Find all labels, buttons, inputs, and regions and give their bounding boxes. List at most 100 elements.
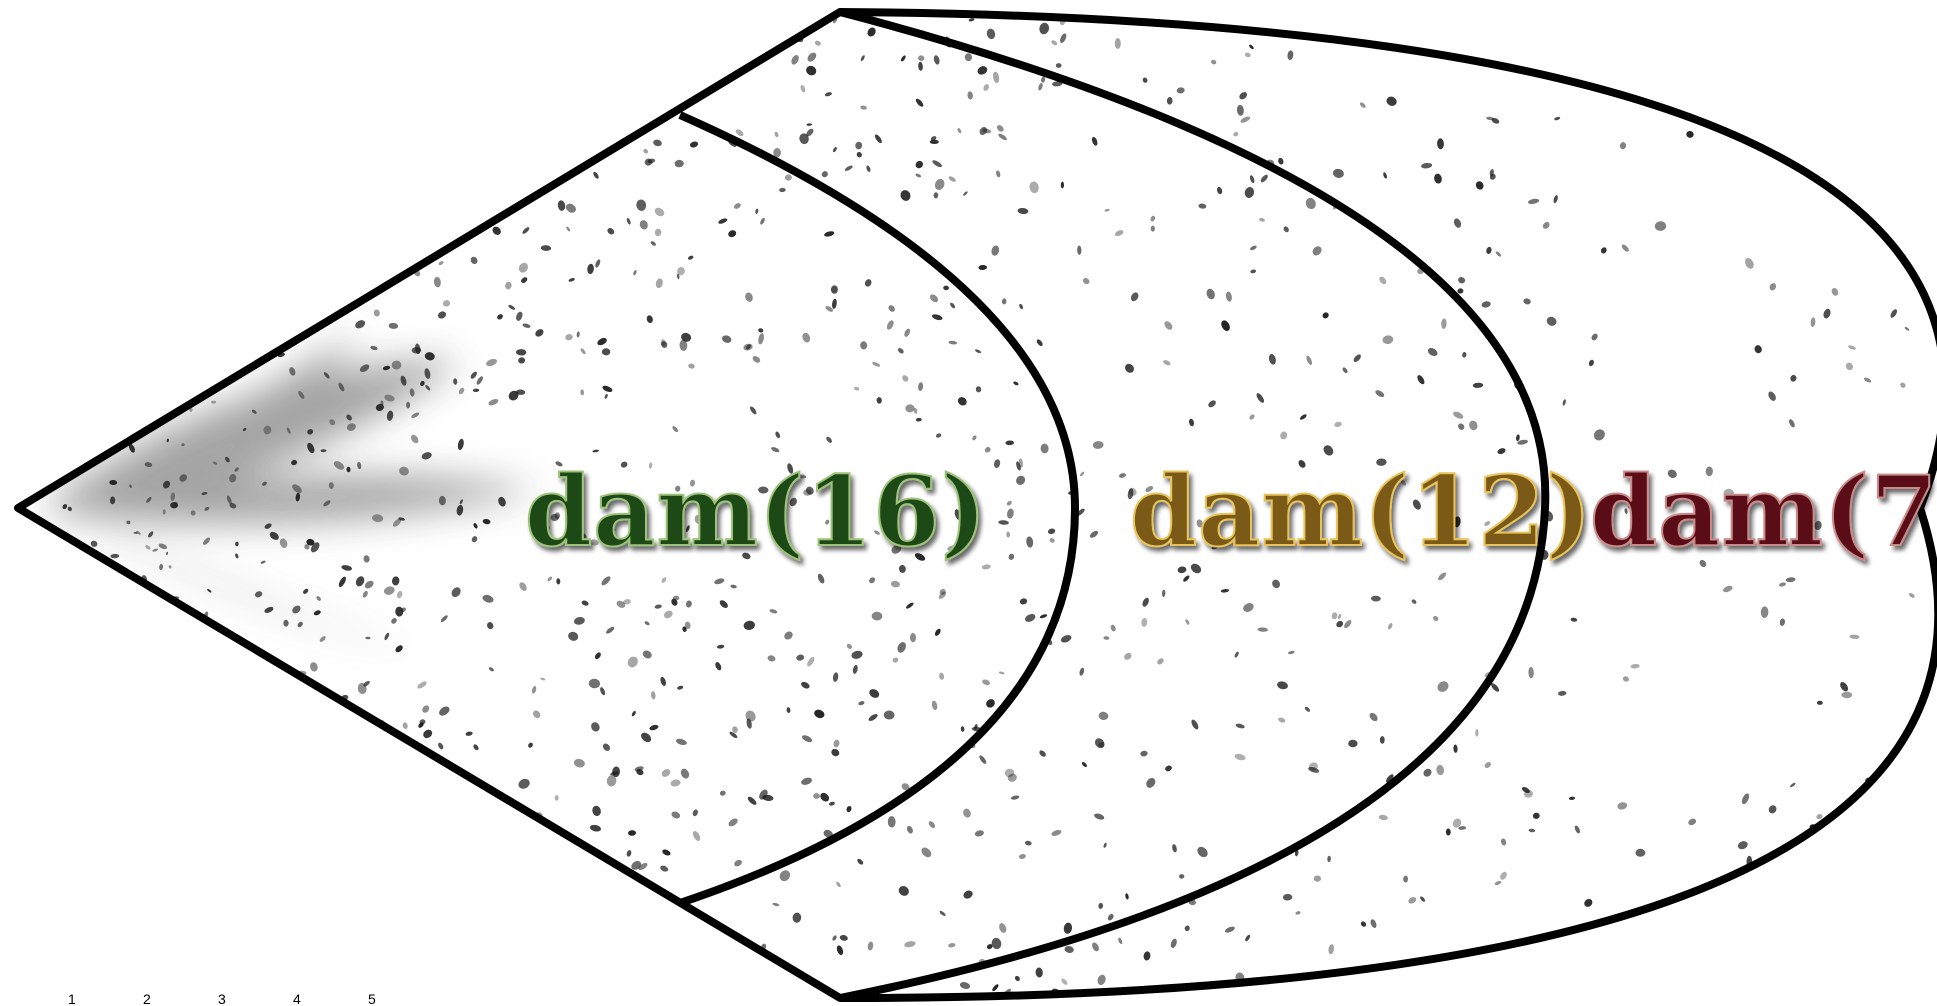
speckle <box>363 579 375 590</box>
speckle <box>202 224 204 230</box>
speckle <box>486 621 494 630</box>
speckle <box>1006 531 1010 537</box>
speckle <box>29 133 39 142</box>
speckle <box>21 551 25 556</box>
speckle <box>100 187 110 197</box>
speckle <box>146 847 156 857</box>
speckle <box>492 129 501 135</box>
speckle <box>852 664 858 674</box>
speckle <box>897 884 911 898</box>
speckle <box>1125 893 1129 900</box>
speckle <box>1028 181 1039 194</box>
speckle <box>265 997 272 1003</box>
speckle <box>225 162 230 166</box>
speckle <box>398 859 410 870</box>
speckle <box>43 407 46 411</box>
speckle <box>714 661 722 671</box>
speckle <box>446 906 457 912</box>
speckle <box>265 668 275 677</box>
speckle <box>1457 422 1466 431</box>
speckle <box>253 892 257 898</box>
speckle <box>767 654 776 662</box>
speckle <box>844 164 853 171</box>
speckle <box>555 795 559 801</box>
speckle <box>348 821 355 827</box>
speckle <box>1314 876 1321 882</box>
speckle <box>592 171 600 180</box>
speckle <box>1750 101 1756 108</box>
speckle <box>1844 361 1854 371</box>
speckle <box>152 548 159 553</box>
zone-label-dam7: dam(7) <box>1590 455 1937 568</box>
speckle <box>1115 38 1121 49</box>
speckle <box>586 892 593 899</box>
speckle <box>109 26 118 33</box>
speckle <box>1123 362 1136 375</box>
speckle <box>164 103 173 112</box>
speckle <box>967 91 973 100</box>
speckle <box>91 823 96 828</box>
speckle <box>1039 613 1047 619</box>
speckle <box>55 678 60 685</box>
speckle <box>1761 606 1769 618</box>
speckle <box>1321 311 1330 320</box>
speckle <box>342 24 350 32</box>
speckle <box>992 71 1000 83</box>
speckle <box>948 340 957 345</box>
speckle <box>1019 597 1028 605</box>
speckle <box>974 349 981 354</box>
speckle <box>931 700 938 710</box>
speckle <box>77 423 85 429</box>
speckle <box>1025 840 1032 846</box>
speckle <box>592 449 599 452</box>
speckle <box>720 989 726 998</box>
speckle <box>1049 537 1056 543</box>
speckle <box>564 202 578 215</box>
speckle <box>1382 172 1387 179</box>
speckle <box>836 945 845 956</box>
speckle <box>288 933 295 943</box>
speckle <box>202 536 211 546</box>
speckle <box>346 467 350 473</box>
speckle <box>1903 110 1913 122</box>
speckle <box>312 966 318 975</box>
speckle <box>573 616 585 626</box>
speckle <box>918 55 925 61</box>
speckle <box>575 66 581 75</box>
speckle <box>785 174 792 181</box>
speckle <box>1474 180 1484 191</box>
speckle <box>235 121 242 128</box>
speckle <box>670 779 681 788</box>
speckle <box>1249 245 1257 251</box>
speckle <box>444 982 452 989</box>
speckle <box>971 435 977 441</box>
speckle <box>1352 353 1362 363</box>
speckle <box>226 767 236 775</box>
speckle <box>1038 22 1050 35</box>
speckle <box>1167 97 1173 105</box>
speckle <box>779 188 786 193</box>
speckle <box>806 656 816 668</box>
speckle <box>152 824 160 831</box>
speckle <box>1600 246 1608 254</box>
speckle <box>453 378 457 385</box>
speckle <box>1018 853 1026 859</box>
speckle <box>109 229 118 240</box>
speckle <box>52 410 56 415</box>
speckle <box>100 393 104 398</box>
scale-tick-4: 4 <box>293 991 301 1006</box>
speckle <box>1889 308 1898 319</box>
scale-tick-3: 3 <box>218 991 226 1006</box>
speckle <box>1190 719 1200 731</box>
speckle <box>1123 651 1133 661</box>
speckle <box>520 276 528 284</box>
speckle <box>182 28 190 32</box>
speckle <box>320 310 326 317</box>
speckle <box>454 875 462 886</box>
speckle <box>152 316 159 323</box>
speckle <box>1079 471 1085 477</box>
speckle <box>482 518 491 524</box>
speckle <box>1277 717 1286 724</box>
speckle <box>179 214 183 219</box>
speckle <box>1432 615 1439 622</box>
